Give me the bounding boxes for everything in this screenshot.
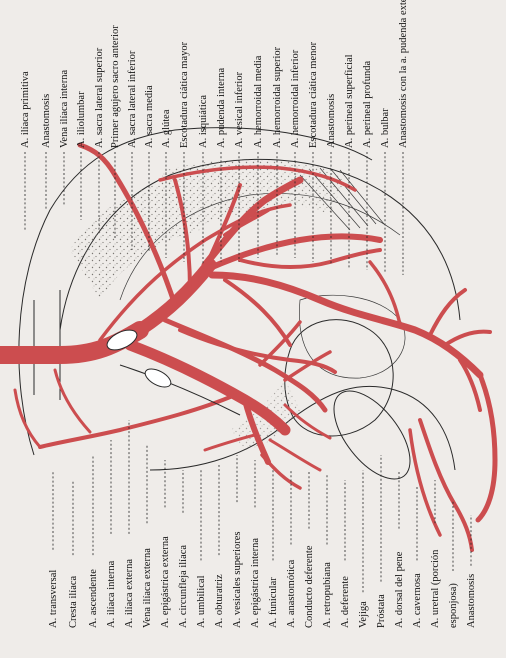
retropubic-artery: [270, 440, 320, 470]
label-bottom-19: Próstata: [376, 594, 387, 628]
dorsal-penile-artery: [420, 420, 472, 550]
label-bottom-22: A. uretral (porción: [430, 549, 441, 628]
superior-vesical-arteries: [260, 322, 330, 380]
label-bottom-15: Conducto deferente: [304, 545, 315, 628]
label-bottom-17: A. deferente: [340, 576, 351, 628]
vein-lumen-2: [142, 365, 173, 391]
label-bottom-12: A. epigástrica interna: [250, 538, 261, 628]
label-top-16: A. hemorroidal inferior: [290, 49, 301, 148]
label-bottom-21: A. cavernosa: [412, 573, 423, 628]
label-top-14: A. hemorroidal media: [253, 55, 264, 148]
label-bottom-7: A. epigástrica externa: [160, 536, 171, 628]
inferior-vesical-artery: [225, 280, 290, 345]
label-top-3: Vena ilíaca interna: [59, 70, 70, 148]
label-top-8: A. sacra media: [144, 85, 155, 148]
label-top-10: Escotadura ciática mayor: [179, 41, 190, 148]
label-bottom-2: Cresta ilíaca: [68, 575, 79, 628]
label-top-12: A. pudenda interna: [216, 67, 227, 148]
pubic-outline: [150, 386, 455, 470]
funicular-artery: [262, 455, 300, 488]
label-top-11: A. isquiática: [198, 95, 209, 148]
label-top-21: A. bulbar: [380, 108, 391, 148]
label-top-1: A. ilíaca primitiva: [20, 71, 31, 148]
label-top-15: A. hemorroidal superior: [272, 46, 283, 148]
label-bottom-4: A. ilíaca interna: [106, 560, 117, 628]
label-top-5: A. sacra lateral superior: [94, 47, 105, 148]
label-bottom-3: A. ascendente: [88, 569, 99, 628]
top-labels: A. ilíaca primitiva Anastomosis Vena ilíac…: [20, 0, 409, 148]
external-iliac-artery: [130, 345, 285, 430]
label-bottom-6: Vena ilíaca externa: [142, 548, 153, 628]
label-top-7: A. sacra lateral inferior: [127, 50, 138, 148]
label-bottom-5: A. ilíaca externa: [124, 559, 135, 628]
label-top-4: A. iliolumbar: [76, 91, 87, 148]
label-bottom-20: A. dorsal del pene: [394, 551, 405, 628]
label-bottom-11: A. vesicales superiores: [232, 531, 243, 628]
label-top-2: Anastomosis: [41, 94, 52, 148]
label-top-6: Primer agujero sacro anterior: [110, 25, 121, 148]
label-bottom-24: Anastomosis: [466, 574, 477, 628]
label-bottom-13: A. funicular: [268, 577, 279, 628]
label-bottom-9: A. umbilical: [196, 575, 207, 628]
label-bottom-8: A. circunfleja ilíaca: [178, 545, 189, 628]
label-top-18: Anastomosis: [326, 94, 337, 148]
label-bottom-23: esponjosa): [448, 583, 459, 628]
transverse-artery: [15, 390, 40, 447]
middle-rectal-artery: [240, 250, 380, 267]
bottom-labels: A. transversal Cresta ilíaca A. ascendente…: [48, 531, 477, 628]
label-top-19: A. perineal superficial: [344, 54, 355, 148]
label-bottom-18: Vejiga: [358, 601, 369, 628]
label-bottom-16: A. retropubiana: [322, 562, 333, 628]
label-bottom-1: A. transversal: [48, 570, 59, 628]
label-top-20: A. perineal profunda: [362, 60, 373, 148]
label-bottom-14: A. anastomótica: [286, 559, 297, 628]
label-top-22: Anastomosis con la a. pudenda externa: [398, 0, 409, 148]
penile-artery: [478, 375, 495, 520]
cavernous-artery: [410, 430, 440, 535]
label-bottom-10: A. obturatriz: [214, 574, 225, 628]
label-top-9: A. glútea: [161, 109, 172, 148]
label-top-13: A. vesical inferior: [234, 71, 245, 148]
lumbar-outline: [34, 290, 60, 400]
label-top-17: Escotadura ciática menor: [308, 41, 319, 148]
